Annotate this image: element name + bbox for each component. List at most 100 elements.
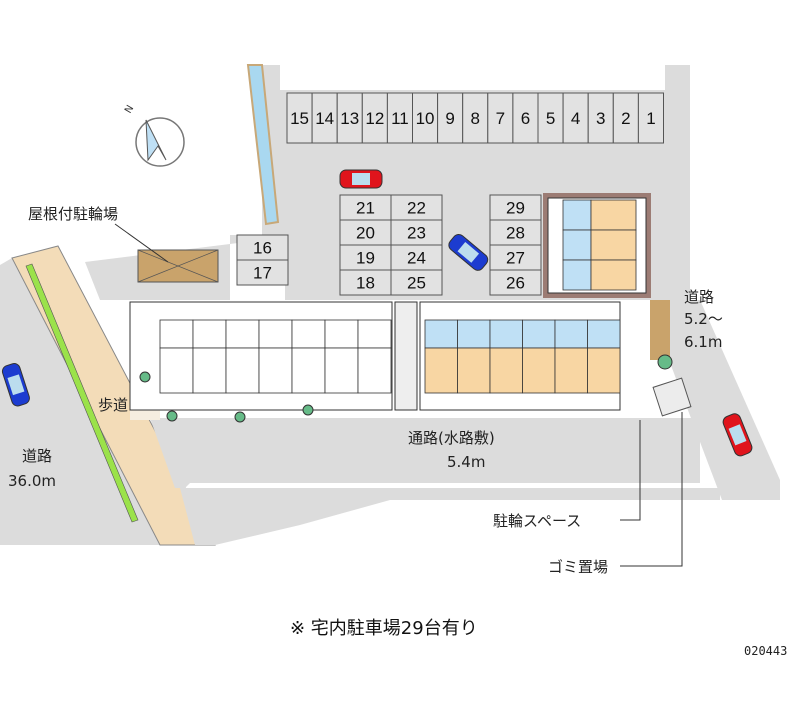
unit-room	[357, 347, 392, 394]
unit-bath	[192, 319, 227, 349]
parking-slot-number: 23	[407, 224, 426, 243]
garbage-area-box	[652, 377, 692, 417]
unit-bath	[562, 229, 592, 261]
parking-slot	[361, 92, 388, 144]
parking-slot-number: 26	[506, 274, 525, 293]
parking-slot-number: 3	[596, 109, 605, 128]
unit-room	[159, 347, 194, 394]
parking-slot-number: 29	[506, 199, 525, 218]
unit-bath	[424, 319, 458, 349]
unit-room	[457, 347, 491, 394]
unit-room	[554, 347, 588, 394]
unit-bath	[324, 319, 359, 349]
unit-bath	[258, 319, 293, 349]
parking-slot-number: 28	[506, 224, 525, 243]
parking-slot	[236, 259, 289, 286]
unit-room	[587, 347, 621, 394]
parking-slot	[437, 92, 464, 144]
parking-slot-number: 4	[571, 109, 580, 128]
parking-slot-number: 10	[416, 109, 435, 128]
parking-slot-number: 24	[407, 249, 426, 268]
parking-slot-number: 2	[621, 109, 630, 128]
parking-slot	[562, 92, 589, 144]
bicycle-space-label: 駐輪スペース	[493, 512, 581, 530]
parking-slot-number: 7	[496, 109, 505, 128]
parking-slot-number: 27	[506, 249, 525, 268]
unit-room	[192, 347, 227, 394]
buildings	[129, 193, 651, 411]
map-code: 020443	[744, 644, 787, 658]
trees	[139, 354, 673, 423]
unit-room	[522, 347, 556, 394]
parking-slot-number: 11	[391, 109, 409, 128]
car-red-lot	[339, 169, 383, 189]
unit-bath	[554, 319, 588, 349]
parking-slot-number: 20	[356, 224, 375, 243]
parking-slot	[489, 244, 542, 271]
covered-bicycle-parking-label: 屋根付駐輪場	[28, 205, 118, 223]
unit-room	[590, 259, 637, 291]
parking-slot	[512, 92, 539, 144]
unit-bath	[291, 319, 326, 349]
parking-slot	[537, 92, 564, 144]
unit-bath	[159, 319, 194, 349]
unit-bath	[562, 259, 592, 291]
lower-lot	[180, 488, 720, 545]
passage-label: 通路(水路敷)	[408, 429, 495, 447]
unit-bath	[522, 319, 556, 349]
parking-slot	[637, 92, 665, 144]
east-road-width-1: 5.2～	[684, 310, 723, 328]
unit-room	[258, 347, 293, 394]
parking-slot-number: 12	[365, 109, 384, 128]
parking-slot-number: 1	[646, 109, 655, 128]
parking-slot-number: 22	[407, 199, 426, 218]
parking-slot-number: 21	[356, 199, 375, 218]
parking-note: ※ 宅内駐車場29台有り	[290, 618, 478, 639]
stair-core	[394, 301, 418, 411]
west-road	[0, 258, 160, 545]
north-arrow-icon: N	[123, 104, 185, 167]
garbage-area-label: ゴミ置場	[548, 558, 608, 576]
parking-slot-number: 13	[340, 109, 359, 128]
parking-slot-number: 6	[521, 109, 530, 128]
unit-bath	[225, 319, 260, 349]
parking-slot	[339, 269, 392, 296]
svg-text:N: N	[123, 104, 136, 116]
unit-room	[590, 229, 637, 261]
unit-bath	[587, 319, 621, 349]
parking-slot	[390, 269, 443, 296]
unit-room	[424, 347, 458, 394]
parking-slot-number: 8	[471, 109, 480, 128]
east-road-label: 道路	[684, 288, 714, 306]
parking-slot-number: 14	[315, 109, 334, 128]
west-road-width: 36.0m	[8, 472, 56, 490]
east-road-width-2: 6.1m	[684, 333, 722, 351]
parking-slot	[236, 234, 289, 261]
parking-slot-number: 5	[546, 109, 555, 128]
passage-road	[150, 418, 700, 488]
parking-slot	[390, 244, 443, 271]
green-median	[25, 263, 139, 523]
parking-slot-number: 17	[253, 264, 272, 283]
car-blue-lot	[448, 233, 489, 271]
sidewalk-label: 歩道	[98, 396, 128, 414]
parking-slot	[386, 92, 413, 144]
parking-slot	[489, 269, 542, 296]
water-channel	[246, 64, 280, 226]
unit-room	[489, 347, 523, 394]
unit-room	[291, 347, 326, 394]
parking-slot-number: 25	[407, 274, 426, 293]
parking-slot-number: 15	[290, 109, 309, 128]
unit-bath	[489, 319, 523, 349]
parking-slot	[339, 194, 392, 221]
unit-bath	[357, 319, 392, 349]
car-blue-road	[1, 363, 30, 407]
bicycle-space-leader	[620, 420, 641, 521]
parking-slot	[286, 92, 313, 144]
unit-room	[225, 347, 260, 394]
car-red-road	[722, 413, 753, 457]
parking-slot-number: 16	[253, 239, 272, 258]
parking-slot-number: 19	[356, 249, 375, 268]
